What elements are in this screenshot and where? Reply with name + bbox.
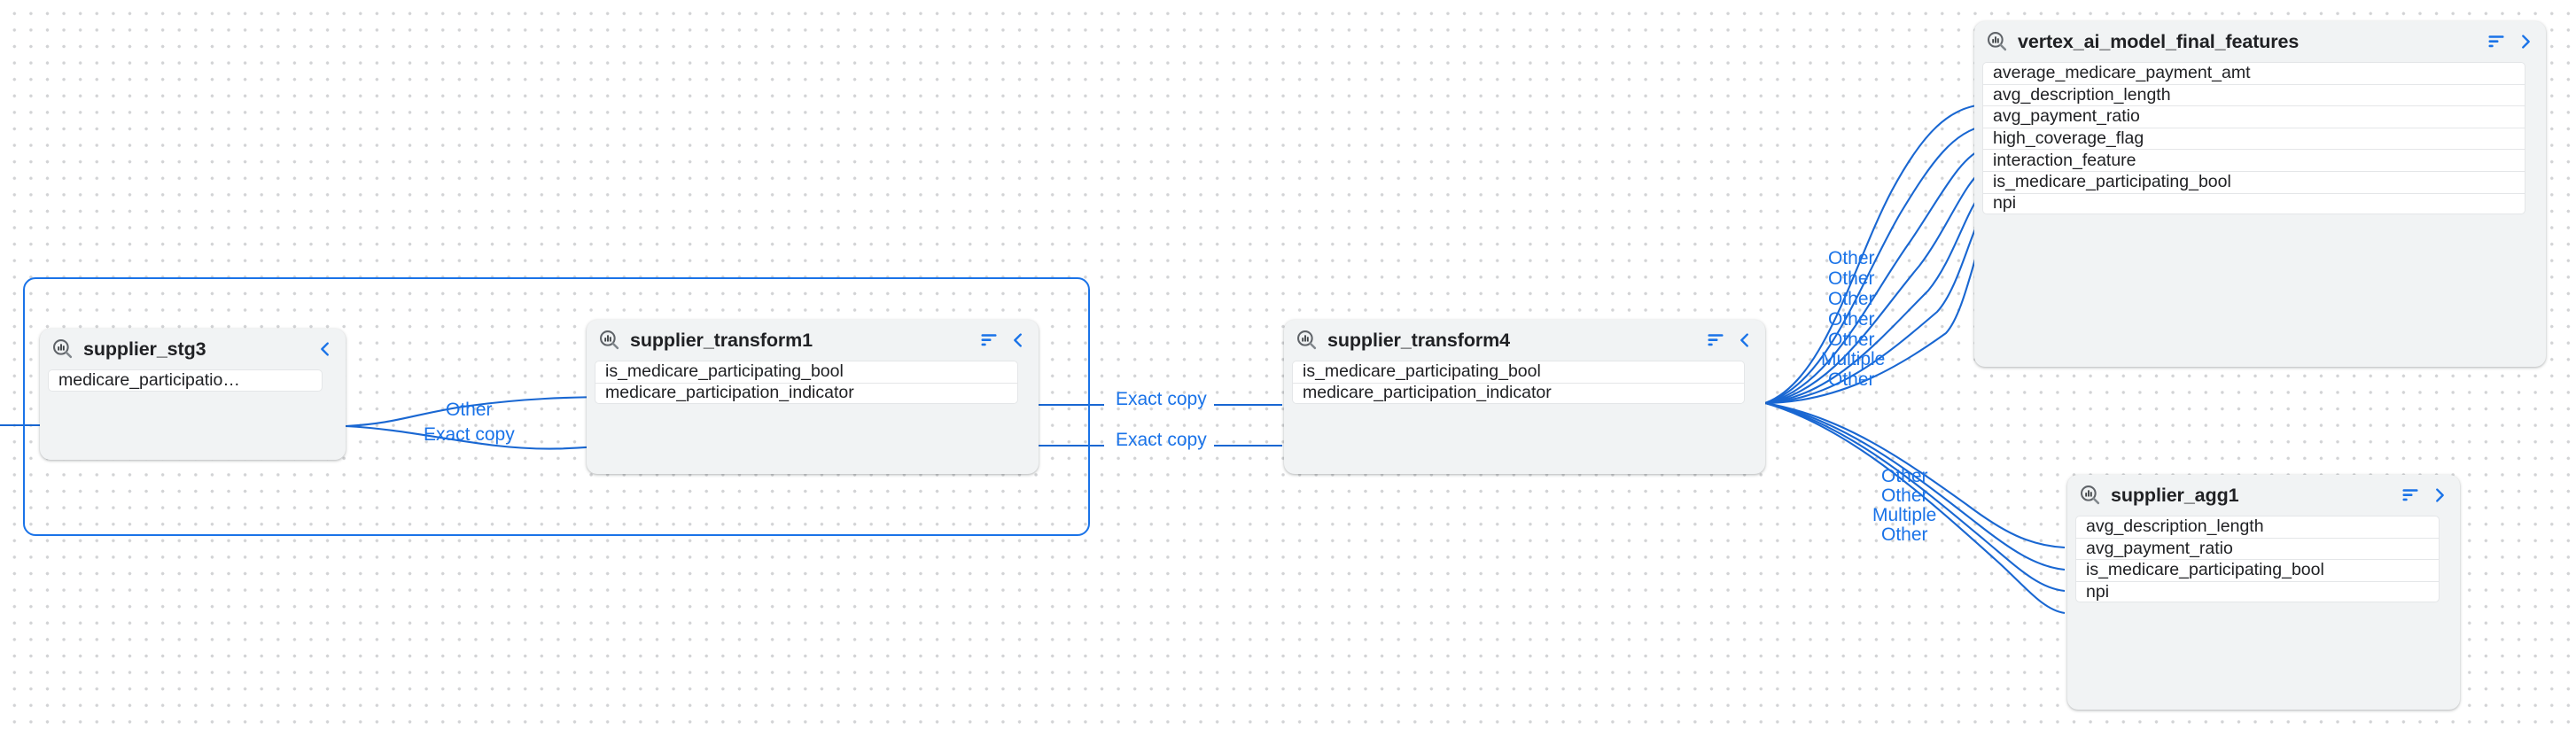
column-row[interactable]: is_medicare_participating_bool [1982,170,2525,193]
edge-label: Other [1881,485,1928,506]
column-label: high_coverage_flag [1993,128,2144,149]
column-row[interactable]: avg_payment_ratio [1982,105,2525,128]
edge-label: Exact copy [1116,389,1207,409]
node-header: supplier_transform1 [587,320,1039,361]
edge-label: Other [1881,524,1928,545]
edge-label: Other [1881,466,1928,486]
column-label: avg_payment_ratio [2086,538,2233,558]
edge-label: Multiple [1821,349,1886,369]
column-list: is_medicare_participating_bool medicare_… [587,361,1039,412]
column-row[interactable]: is_medicare_participating_bool [2075,559,2440,581]
column-row[interactable]: interaction_feature [1982,149,2525,171]
column-row[interactable]: is_medicare_participating_bool [595,361,1018,383]
edge-label: Other [1828,369,1875,390]
column-label: medicare_participation_indicator [1303,383,1552,403]
node-supplier-transform4[interactable]: supplier_transform4 is_medicare_particip… [1284,320,1765,474]
column-label: is_medicare_participating_bool [1303,361,1541,382]
column-label: is_medicare_participating_bool [605,361,844,382]
chevron-right-icon[interactable] [2430,484,2449,507]
column-label: npi [1993,193,2017,214]
column-list: average_medicare_payment_amt avg_descrip… [1974,62,2546,222]
column-row[interactable]: npi [2075,580,2440,603]
data-explore-icon[interactable] [598,329,621,352]
column-label: avg_payment_ratio [1993,106,2140,127]
column-row[interactable]: medicare_participation_indicator [1292,382,1745,405]
column-label: is_medicare_participating_bool [2086,560,2324,580]
edge-label: Other [1828,289,1875,309]
edge-label: Exact copy [424,424,515,445]
filter-icon[interactable] [978,330,1000,351]
node-header: supplier_agg1 [2067,475,2460,516]
node-supplier-agg1[interactable]: supplier_agg1 avg_description_length avg… [2067,475,2460,710]
edge-label: Other [1828,330,1875,350]
column-row[interactable]: medicare_participation_indicator [595,382,1018,405]
edge-label: Multiple [1872,505,1937,525]
column-row[interactable]: medicare_participatio… [48,369,323,392]
filter-icon[interactable] [1705,330,1726,351]
column-list: medicare_participatio… [40,369,346,400]
data-explore-icon[interactable] [1296,329,1319,352]
column-label: average_medicare_payment_amt [1993,63,2251,83]
column-row[interactable]: high_coverage_flag [1982,127,2525,150]
column-label: is_medicare_participating_bool [1993,172,2231,192]
edge-label: Other [1828,268,1875,289]
node-title: supplier_stg3 [83,338,206,360]
edge-label: Exact copy [1116,430,1207,450]
chevron-left-icon[interactable] [1735,329,1755,352]
node-title: vertex_ai_model_final_features [2018,30,2300,52]
column-row[interactable]: avg_description_length [2075,516,2440,538]
filter-icon[interactable] [2486,31,2507,52]
chevron-left-icon[interactable] [1008,329,1028,352]
edge-label: Other [1828,309,1875,330]
column-label: medicare_participatio… [58,369,240,390]
column-label: avg_description_length [2086,516,2264,537]
column-row[interactable]: avg_payment_ratio [2075,537,2440,560]
node-header: supplier_stg3 [40,329,346,369]
edge-label: Other [446,400,493,420]
data-explore-icon[interactable] [51,338,74,361]
node-supplier-transform1[interactable]: supplier_transform1 is_medicare_particip… [587,320,1039,474]
node-header: supplier_transform4 [1284,320,1765,361]
column-list: avg_description_length avg_payment_ratio… [2067,516,2460,610]
column-label: npi [2086,581,2110,602]
column-label: medicare_participation_indicator [605,383,854,403]
node-title: supplier_transform4 [1327,329,1510,351]
column-list: is_medicare_participating_bool medicare_… [1284,361,1765,412]
column-row[interactable]: is_medicare_participating_bool [1292,361,1745,383]
column-row[interactable]: avg_description_length [1982,83,2525,106]
node-vertex-ai-model-final-features[interactable]: vertex_ai_model_final_features average_m… [1974,21,2546,367]
chevron-left-icon[interactable] [315,338,335,361]
node-title: supplier_agg1 [2111,484,2239,506]
data-explore-icon[interactable] [2079,484,2102,507]
column-label: avg_description_length [1993,84,2171,105]
node-header: vertex_ai_model_final_features [1974,21,2546,62]
filter-icon[interactable] [2400,485,2421,506]
column-row[interactable]: npi [1982,192,2525,215]
node-supplier-stg3[interactable]: supplier_stg3 medicare_participatio… [40,329,346,460]
node-title: supplier_transform1 [630,329,813,351]
column-label: interaction_feature [1993,150,2136,170]
edge-label: Other [1828,248,1875,268]
chevron-right-icon[interactable] [2516,30,2535,53]
lineage-selection-container[interactable] [23,277,1090,536]
data-explore-icon[interactable] [1986,30,2009,53]
column-row[interactable]: average_medicare_payment_amt [1982,62,2525,84]
